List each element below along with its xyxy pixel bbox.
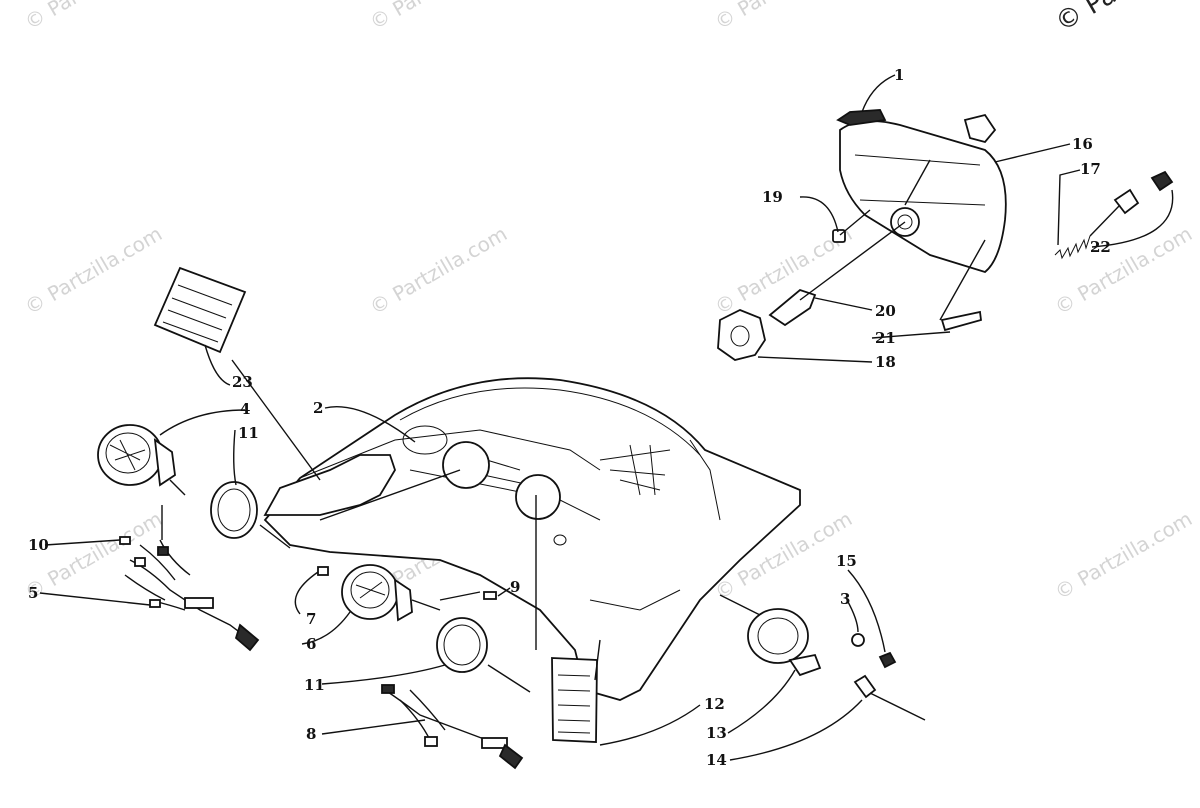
callout-16: 16	[1072, 135, 1093, 153]
harness-connector	[498, 743, 524, 770]
bulb-10	[119, 536, 131, 545]
headlight-bracket	[963, 113, 997, 144]
mounting-nut	[1150, 170, 1174, 192]
harness-connector	[234, 623, 260, 652]
callout-7: 7	[306, 610, 316, 628]
watermark-text: © Partzilla.com	[366, 0, 512, 34]
nut	[878, 651, 897, 669]
callout-15: 15	[836, 552, 857, 570]
decal-12	[551, 657, 598, 743]
callout-11-right: 11	[304, 676, 325, 694]
callout-19: 19	[762, 188, 783, 206]
bulb-socket	[381, 684, 395, 694]
watermark-text: © Partzilla.com	[1051, 221, 1197, 319]
watermark-text: © Partzilla.com	[711, 0, 857, 34]
callout-17: 17	[1080, 160, 1101, 178]
speedometer-assembly	[317, 564, 531, 693]
bulb-socket	[424, 736, 438, 747]
callout-6: 6	[306, 635, 316, 653]
gauge-opening	[442, 441, 490, 489]
bulb-7	[317, 566, 329, 576]
watermark-text: © Partzilla.com	[21, 221, 167, 319]
callout-20: 20	[875, 302, 896, 320]
wiring-harness-left	[119, 505, 260, 652]
callout-21: 21	[875, 329, 896, 347]
watermark-text: © Partzilla.com	[21, 0, 167, 34]
callout-10: 10	[28, 536, 49, 554]
callout-8: 8	[306, 725, 316, 743]
callout-labels: 1 2 3 4 5 6 7 8 9 10 11 11 12 13 14 15 1…	[28, 66, 1111, 769]
callout-12: 12	[704, 695, 725, 713]
callout-23: 23	[232, 373, 253, 391]
washer	[851, 633, 865, 647]
sender-unit	[853, 674, 877, 699]
retaining-ring	[717, 309, 766, 361]
gauge-opening	[515, 474, 561, 520]
callout-5: 5	[28, 584, 38, 602]
bulb-socket	[149, 599, 161, 608]
callout-2: 2	[313, 399, 323, 417]
speedometer-gauge	[341, 564, 399, 620]
wiring-harness-bottom	[381, 684, 524, 770]
adjusting-spring	[1054, 235, 1091, 260]
bulb-9	[483, 591, 497, 600]
leader-lines	[39, 74, 1174, 761]
watermark-text: © Partzilla.com	[1051, 506, 1197, 604]
callout-13: 13	[706, 724, 727, 742]
gauge-bezel	[436, 617, 488, 673]
tachometer-assembly	[97, 424, 291, 549]
callout-1: 1	[894, 66, 904, 84]
callout-22: 22	[1090, 238, 1111, 256]
headlight-assembly	[717, 109, 1174, 361]
harness-sleeve	[481, 737, 508, 749]
harness-sleeve	[184, 597, 214, 609]
panel-insert	[263, 454, 396, 516]
callout-11-left: 11	[238, 424, 259, 442]
watermark-corner-text: © Pa	[1051, 0, 1122, 38]
adjusting-screw	[940, 310, 982, 332]
callout-14: 14	[706, 751, 727, 769]
watermark-text: © Partzilla.com	[366, 221, 512, 319]
dashboard-housing	[263, 377, 801, 701]
indicator-housing	[747, 608, 809, 664]
callout-18: 18	[875, 353, 896, 371]
indicator-assembly	[719, 594, 926, 721]
callout-4: 4	[240, 400, 250, 418]
headlight-trim	[836, 109, 887, 126]
bulb-socket	[134, 557, 146, 567]
decal-23	[153, 266, 247, 354]
clip-nut	[1113, 188, 1140, 215]
callout-9: 9	[510, 578, 520, 596]
callout-3: 3	[840, 590, 850, 608]
watermark-text: © Partzilla.com	[21, 506, 167, 604]
headlight-bulb	[768, 288, 817, 327]
bulb-socket	[157, 546, 169, 556]
